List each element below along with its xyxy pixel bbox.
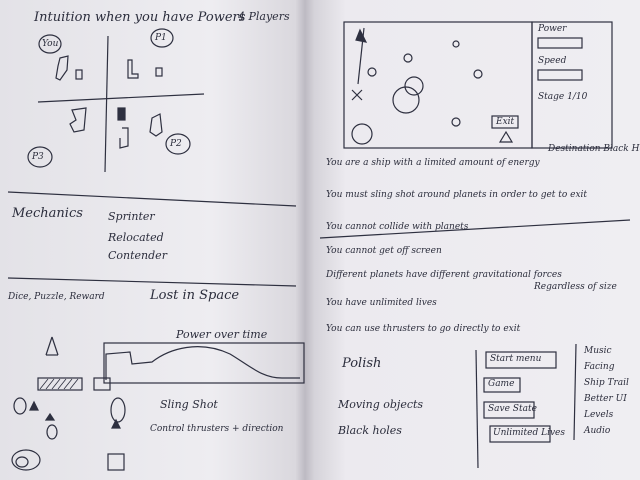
game-title-lost-in-space: Lost in Space (150, 288, 240, 303)
mechanics-item: Contender (108, 249, 167, 262)
sketch-title: Intuition when you have Powers (34, 10, 246, 25)
side-list-item: Audio (584, 426, 611, 436)
hud-stage-label: Stage 1/10 (538, 92, 588, 102)
player-quadrant-sketch (27, 28, 205, 173)
menu-box-label: Game (488, 379, 515, 389)
menu-box-label: Save State (488, 404, 537, 414)
players-note: 4 Players (238, 10, 290, 23)
rule-bullet: You are a ship with a limited amount of … (326, 158, 540, 168)
player-label-p2: P2 (170, 139, 182, 149)
player-label-p1: P1 (155, 33, 167, 43)
rule-bullet: Different planets have different gravita… (326, 270, 562, 280)
exit-label: Exit (496, 117, 515, 127)
slingshot-sketches (11, 397, 126, 471)
mechanics-heading: Mechanics (12, 206, 83, 221)
rule-note: Destination Black Hole (548, 144, 640, 154)
rule-bullet: You cannot collide with planets (326, 222, 469, 232)
bottom-left-note: Dice, Puzzle, Reward (8, 292, 105, 302)
player-label-you: You (42, 39, 59, 49)
rule-bullet: You can use thrusters to go directly to … (326, 324, 521, 334)
polish-heading: Polish (342, 356, 382, 371)
menu-box-label: Start menu (490, 354, 542, 364)
slingshot-item: Sling Shot (160, 398, 218, 411)
game-screen-mockup (319, 21, 631, 239)
rule-bullet: You must sling shot around planets in or… (326, 190, 588, 200)
rule-note: Regardless of size (534, 282, 617, 292)
graph-label: Power over time (176, 328, 268, 341)
power-graph (37, 336, 305, 391)
hud-speed-label: Speed (538, 56, 567, 66)
side-list-item: Music (584, 346, 612, 356)
side-list-item: Facing (584, 362, 615, 372)
slingshot-item: Control thrusters + direction (150, 424, 284, 434)
menu-box-label: Unlimited Lives (493, 428, 565, 438)
notebook-binding (296, 0, 314, 480)
polish-item: Black holes (338, 424, 402, 437)
hud-power-label: Power (538, 24, 567, 34)
polish-item: Moving objects (338, 398, 424, 411)
mechanics-item: Relocated (108, 231, 164, 244)
side-list-item: Levels (584, 410, 614, 420)
menu-box-sketch (475, 343, 577, 469)
player-label-p3: P3 (32, 152, 44, 162)
left-notebook-page (0, 0, 303, 480)
right-notebook-page (306, 0, 640, 480)
rule-bullet: You cannot get off screen (326, 246, 442, 256)
side-list-item: Better UI (584, 394, 627, 404)
side-list-item: Ship Trail (584, 378, 629, 388)
rule-bullet: You have unlimited lives (326, 298, 437, 308)
mechanics-item: Sprinter (108, 210, 155, 223)
